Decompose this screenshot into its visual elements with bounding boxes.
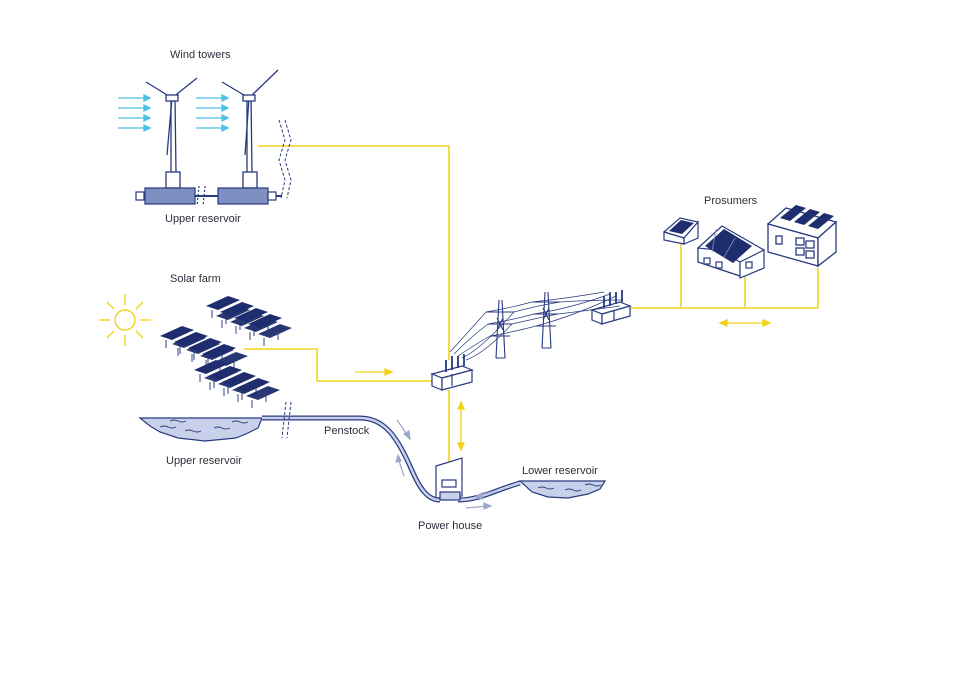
label-upper-reservoir-wind: Upper reservoir (165, 213, 241, 225)
label-prosumers: Prosumers (704, 195, 758, 207)
wind-arrows-icon (118, 93, 230, 133)
sun-icon (99, 294, 151, 346)
solar-panel-icon (193, 359, 281, 409)
house-icon (696, 225, 766, 279)
wind-break-marks (278, 119, 292, 199)
power-cables (449, 291, 623, 361)
penstock-break-marks (281, 401, 292, 439)
solar-panel-icon (205, 295, 293, 347)
label-power-house: Power house (418, 520, 482, 532)
power-lines (244, 145, 819, 467)
reservoir-icon (138, 417, 263, 442)
label-upper-reservoir: Upper reservoir (166, 455, 242, 467)
wind-to-substation-line (258, 145, 450, 360)
label-solar-farm: Solar farm (170, 273, 221, 285)
solar-to-substation-line (244, 348, 435, 382)
power-flow-arrows (355, 319, 772, 452)
label-wind-towers: Wind towers (170, 49, 231, 61)
label-penstock: Penstock (324, 425, 370, 437)
factory-icon (766, 205, 838, 268)
diagram-labels: Wind towers Upper reservoir Solar farm P… (165, 49, 758, 532)
reservoir-icon (518, 480, 607, 499)
label-lower-reservoir: Lower reservoir (522, 465, 598, 477)
power-house-icon (435, 457, 463, 501)
substation-icon (430, 354, 474, 391)
wind-turbine-icon (145, 77, 198, 189)
substation-icon (590, 290, 632, 325)
transmission-tower-icon (486, 299, 514, 359)
wind-turbine-icon (221, 69, 279, 189)
wind-reservoir-tanks (135, 185, 282, 207)
house-icon (662, 217, 700, 245)
transmission-tower-icon (532, 291, 560, 349)
water-flow-arrows (395, 419, 498, 510)
